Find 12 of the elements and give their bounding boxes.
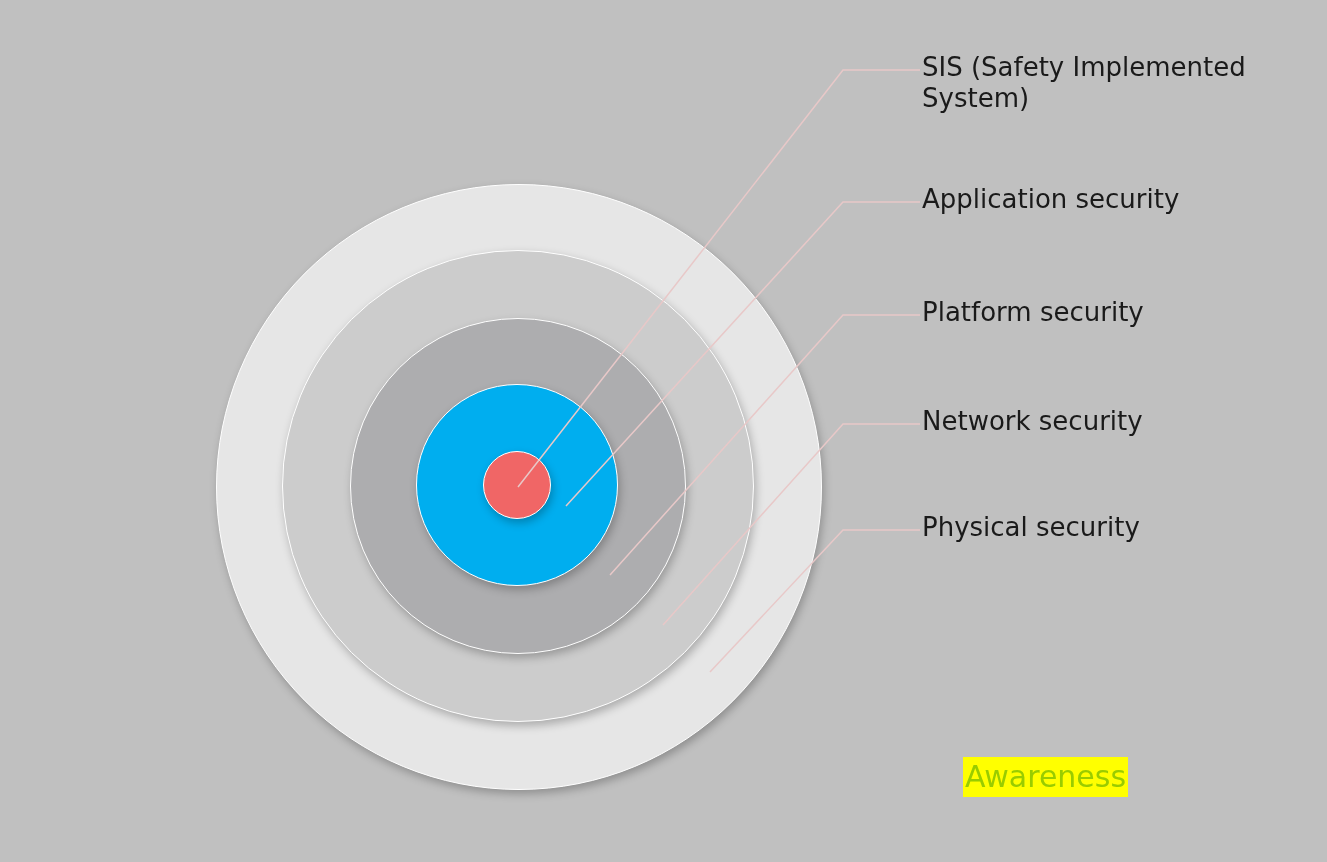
leader-line	[609, 314, 921, 576]
layer-label: Application security	[922, 184, 1180, 215]
layer-label: Physical security	[922, 512, 1140, 543]
leader-line	[517, 69, 921, 488]
layer-label: Network security	[922, 406, 1143, 437]
layer-label: SIS (Safety Implemented System)	[922, 52, 1322, 114]
leader-line	[662, 423, 921, 626]
leader-line	[709, 529, 921, 673]
layer-label: Platform security	[922, 297, 1144, 328]
center-dot	[482, 450, 551, 519]
highlighted-label: Awareness	[963, 757, 1129, 797]
leader-line	[565, 201, 921, 507]
